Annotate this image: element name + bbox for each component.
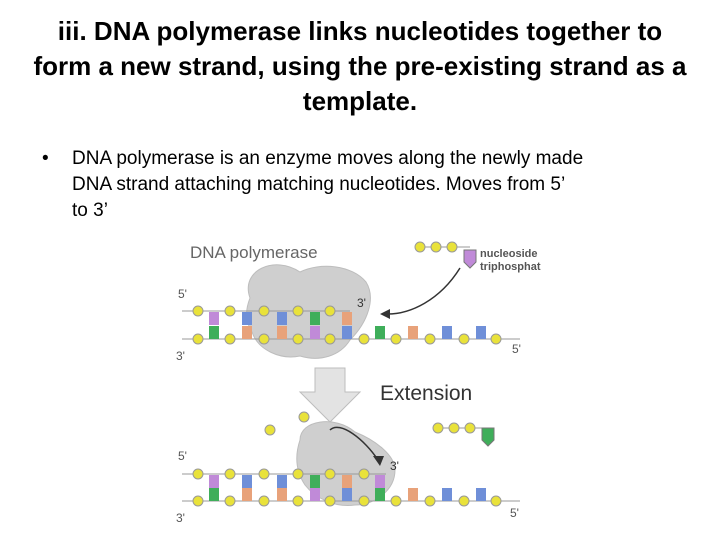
nucleoside-label-2: triphosphat [480,261,541,273]
enzyme-label: DNA polymerase [190,243,318,262]
top-phosphates [192,305,502,345]
free-nucleotide-bottom [432,422,495,447]
extension-label: Extension [380,382,472,405]
top-base-pairs [209,312,486,339]
bottom-phosphates [192,468,502,507]
bullet-line-3: to 3’ [72,200,108,221]
curved-arrow-bottom [329,426,379,461]
bottom-template-5: 5' [510,506,519,520]
arrow-head-bottom [373,456,384,466]
enzyme-bottom [296,421,396,507]
top-5-end: 5' [178,287,187,301]
arrow-head-top [380,309,390,319]
bottom-primer-3: 3' [390,459,399,473]
top-primer-3: 3' [357,296,366,310]
title-line-3: template. [302,86,418,116]
bullet-dot: • [42,148,49,169]
nucleoside-label-1: nucleoside [480,248,537,260]
bottom-3-end: 3' [176,511,185,525]
bullet-line-1: DNA polymerase is an enzyme moves along … [72,148,584,169]
top-template-5: 5' [512,342,521,356]
bullet-text: DNA polymerase is an enzyme moves along … [72,146,672,224]
bottom-5-end: 5' [178,449,187,463]
incoming-nucleotide-top [414,241,477,269]
released-phosphates [264,411,310,436]
extension-down-arrow [298,367,362,423]
bottom-base-pairs [209,475,486,501]
curved-arrow-top [384,267,461,315]
title-line-1: iii. DNA polymerase links nucleotides to… [57,16,663,46]
title-line-2: form a new strand, using the pre-existin… [33,51,687,81]
top-3-end: 3' [176,349,185,363]
bullet-line-2: DNA strand attaching matching nucleotide… [72,174,566,195]
slide-title: iii. DNA polymerase links nucleotides to… [0,14,720,119]
